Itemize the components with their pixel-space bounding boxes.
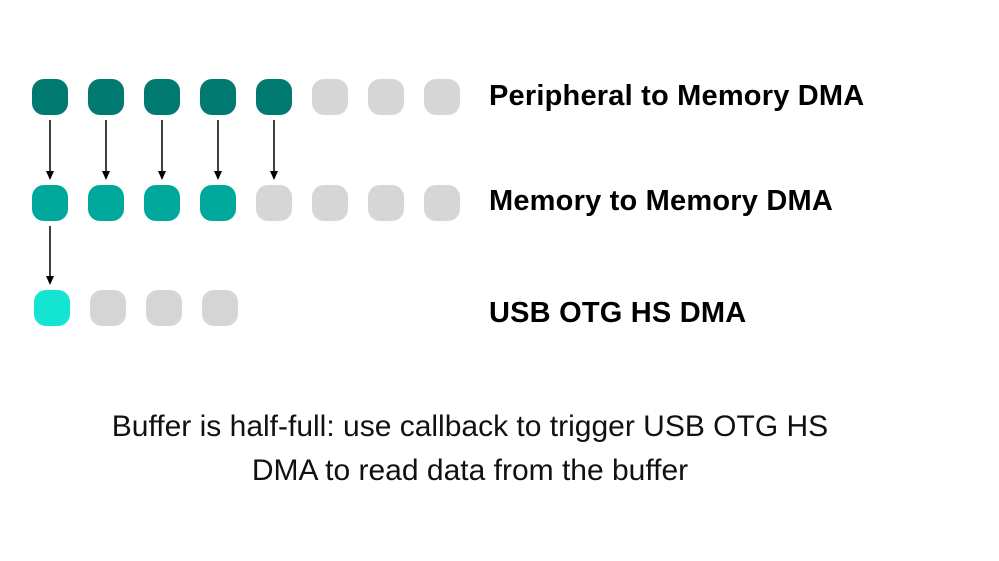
empty-buffer-cell	[146, 290, 182, 326]
arrow-down-icon	[158, 120, 166, 180]
arrow-down-icon	[214, 120, 222, 180]
filled-buffer-cell	[32, 79, 68, 115]
filled-buffer-cell	[144, 185, 180, 221]
caption-line-1: Buffer is half-full: use callback to tri…	[111, 410, 829, 443]
empty-buffer-cell	[90, 290, 126, 326]
arrow-down-icon	[270, 120, 278, 180]
empty-buffer-cell	[312, 185, 348, 221]
row-label-memory-to-memory: Memory to Memory DMA	[489, 185, 833, 217]
empty-buffer-cell	[256, 185, 292, 221]
filled-buffer-cell	[32, 185, 68, 221]
caption-line-2: DMA to read data from the buffer	[251, 454, 689, 487]
empty-buffer-cell	[202, 290, 238, 326]
empty-buffer-cell	[312, 79, 348, 115]
empty-buffer-cell	[424, 185, 460, 221]
row-label-peripheral-to-memory: Peripheral to Memory DMA	[489, 80, 865, 112]
filled-buffer-cell	[88, 79, 124, 115]
filled-buffer-cell	[88, 185, 124, 221]
filled-buffer-cell	[200, 79, 236, 115]
filled-buffer-cell	[144, 79, 180, 115]
arrow-down-icon	[46, 120, 54, 180]
filled-buffer-cell	[34, 290, 70, 326]
filled-buffer-cell	[200, 185, 236, 221]
empty-buffer-cell	[368, 185, 404, 221]
arrow-down-icon	[46, 226, 54, 285]
row-label-usb-otg-hs: USB OTG HS DMA	[489, 297, 747, 329]
empty-buffer-cell	[424, 79, 460, 115]
empty-buffer-cell	[368, 79, 404, 115]
arrow-down-icon	[102, 120, 110, 180]
filled-buffer-cell	[256, 79, 292, 115]
